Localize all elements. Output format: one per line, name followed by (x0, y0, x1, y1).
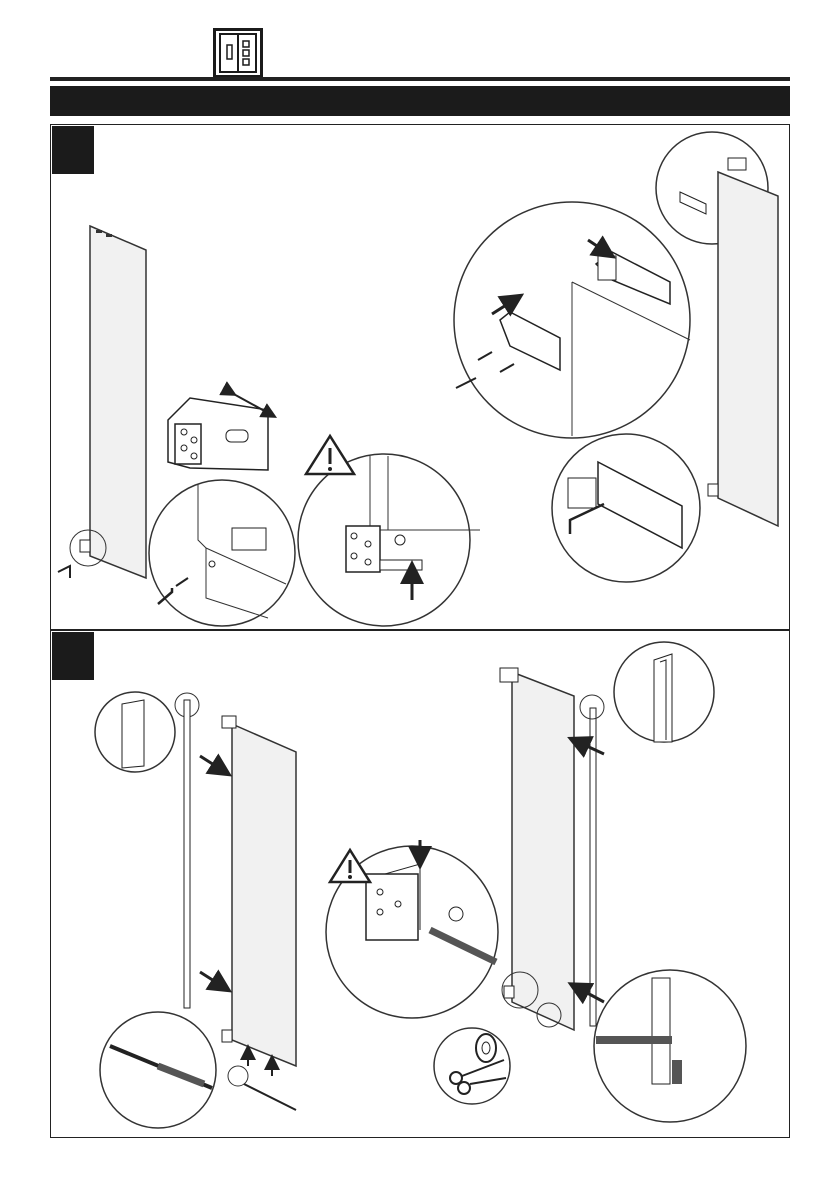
panel-with-side-seal (500, 668, 604, 1030)
seal-profile-detail (95, 692, 199, 772)
warning-icon (306, 436, 354, 474)
bottom-drip-seal-detail (594, 970, 746, 1122)
warning-bottom-bracket-detail (298, 454, 480, 626)
glass-panel-installed (708, 172, 778, 526)
top-clamp-assembly-detail (454, 202, 690, 438)
bottom-seal-detail (100, 1012, 216, 1128)
wall-bracket-detail (168, 398, 268, 470)
bottom-clamp-hex-key-detail (552, 434, 700, 582)
glass-panel-with-bracket (58, 226, 146, 578)
bracket-screw-detail (149, 480, 295, 626)
scissors-tape-icon (434, 1028, 510, 1104)
side-seal-profile-detail (614, 642, 714, 742)
